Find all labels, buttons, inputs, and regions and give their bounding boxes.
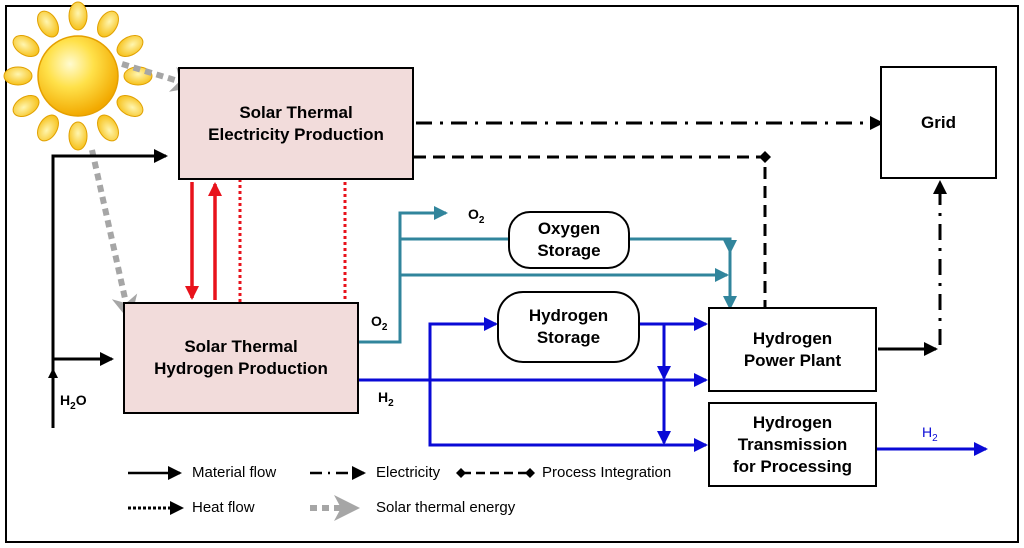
h2-out-sub: 2 xyxy=(388,397,394,409)
o2-out-sub: 2 xyxy=(381,321,388,333)
legend-electricity-label: Electricity xyxy=(376,464,441,481)
h2o-label-main: H xyxy=(60,392,71,408)
oxygen-storage-line2: Storage xyxy=(537,241,601,260)
solar-energy-arrow-to-hydrogen xyxy=(89,149,138,322)
sthydro-line2: Hydrogen Production xyxy=(154,359,328,378)
transmission-line2: Transmission xyxy=(737,434,848,454)
legend xyxy=(128,466,535,521)
grid-label: Grid xyxy=(921,112,956,132)
o2-out-main: O xyxy=(371,313,382,329)
sthydro-line1: Solar Thermal xyxy=(184,337,298,356)
legend-solar-energy-label: Solar thermal energy xyxy=(376,499,516,516)
legend-material-flow-label: Material flow xyxy=(192,464,277,481)
hydrogen-storage-line2: Storage xyxy=(536,328,601,347)
transmission-line3: for Processing xyxy=(732,456,853,476)
legend-process-integration-label: Process Integration xyxy=(542,464,672,481)
h2o-label-tail: O xyxy=(75,392,87,408)
h2-right-sub: 2 xyxy=(932,432,938,444)
power-plant-line2: Power Plant xyxy=(743,350,842,370)
stelec-line1: Solar Thermal xyxy=(239,102,353,122)
solar-thermal-electricity-box: Solar Thermal Electricity Production xyxy=(178,67,414,180)
grid-box: Grid xyxy=(880,66,997,179)
h2-out-main: H xyxy=(378,389,389,405)
hydrogen-storage-box: Hydrogen Storage xyxy=(497,291,640,363)
electricity-powerplant-to-grid xyxy=(878,180,947,356)
legend-process-integration-symbol xyxy=(456,468,535,478)
h2-right-main: H xyxy=(922,424,933,440)
hydrogen-storage-line1: Hydrogen xyxy=(528,306,609,325)
legend-heat-flow-label: Heat flow xyxy=(192,499,255,516)
h2-right-label: H2 xyxy=(922,424,938,444)
hydrogen-transmission-box: Hydrogen Transmission for Processing xyxy=(708,402,877,487)
transmission-line1: Hydrogen xyxy=(752,412,833,432)
power-plant-line1: Hydrogen xyxy=(752,328,833,348)
hydrogen-power-plant-box: Hydrogen Power Plant xyxy=(708,307,877,392)
oxygen-flows xyxy=(358,206,737,344)
sun-icon xyxy=(3,1,153,151)
oxygen-storage-line1: Oxygen xyxy=(537,219,601,238)
o2-out-label: O2 xyxy=(371,313,387,333)
h2o-label-sub: 2 xyxy=(70,400,76,412)
stelec-line2: Electricity Production xyxy=(208,124,384,144)
h2o-label: H2O xyxy=(60,392,87,412)
oxygen-storage-box: Oxygen Storage xyxy=(508,211,630,269)
h2-out-label: H2 xyxy=(378,389,394,409)
hydrogen-flows xyxy=(358,317,988,456)
o2-top-main: O xyxy=(468,206,479,222)
o2-top-label: O2 xyxy=(468,206,484,226)
o2-top-sub: 2 xyxy=(478,214,485,226)
solar-thermal-hydrogen-box: Solar Thermal Hydrogen Production xyxy=(123,302,359,414)
h2o-material-flow xyxy=(48,149,168,428)
